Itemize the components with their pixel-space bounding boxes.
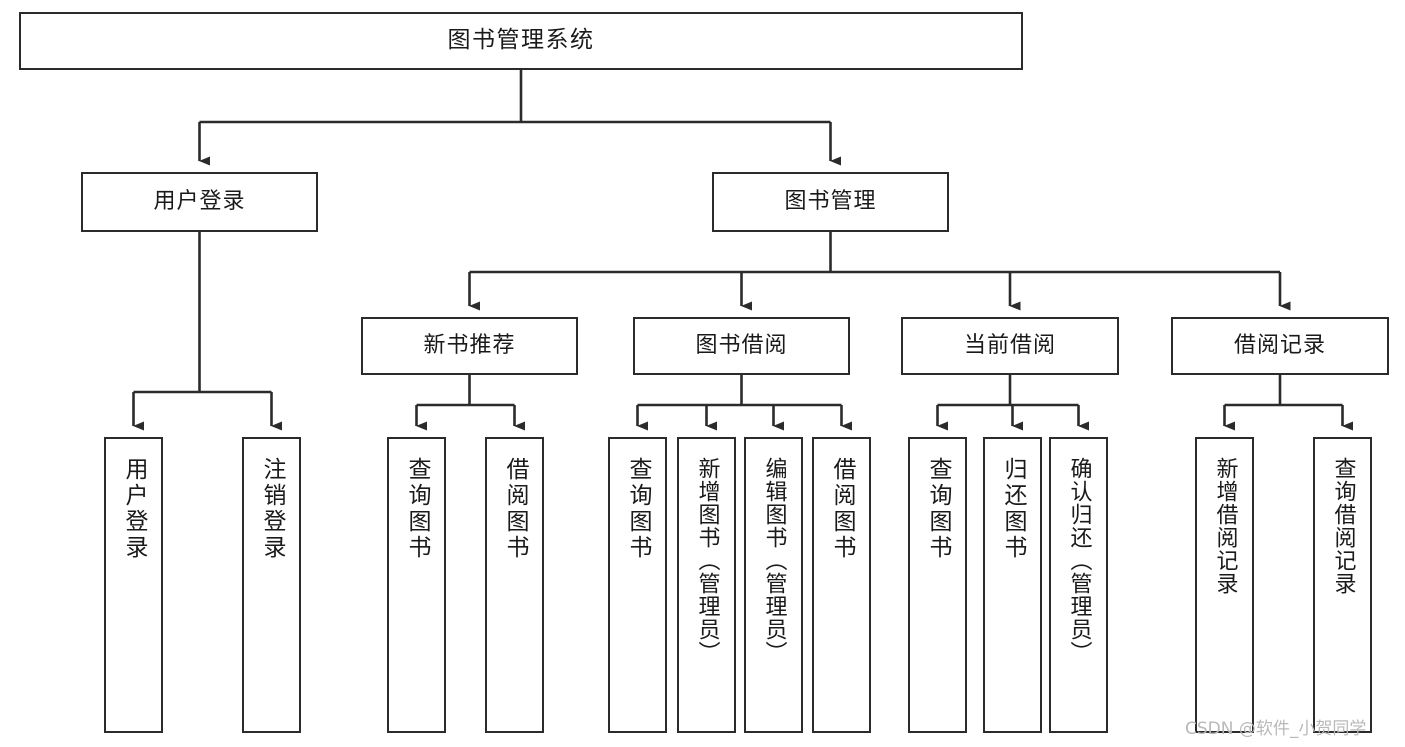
node-label: 借阅图书 <box>502 457 528 561</box>
node-l_q3[interactable]: 查询图书 <box>908 437 967 733</box>
node-label: 图书管理 <box>784 189 877 215</box>
node-l_add[interactable]: 新增图书（管理员） <box>677 437 736 733</box>
node-l_b2[interactable]: 借阅图书 <box>812 437 871 733</box>
node-label: 注销登录 <box>259 457 285 561</box>
node-l_b1[interactable]: 借阅图书 <box>485 437 544 733</box>
node-borrow[interactable]: 图书借阅 <box>633 317 850 375</box>
node-label: 借阅图书 <box>829 457 855 561</box>
node-label: 用户登录 <box>121 457 147 561</box>
csdn-watermark: CSDN @软件_小贺同学 <box>1185 719 1367 739</box>
node-l_q2[interactable]: 查询图书 <box>608 437 667 733</box>
node-label: 确认归还（管理员） <box>1066 457 1092 664</box>
node-label: 图书借阅 <box>695 333 788 359</box>
node-label: 图书管理系统 <box>447 27 595 54</box>
node-label: 编辑图书（管理员） <box>761 457 787 664</box>
node-label: 借阅记录 <box>1233 333 1326 359</box>
node-label: 用户登录 <box>153 189 246 215</box>
node-l_edit[interactable]: 编辑图书（管理员） <box>744 437 803 733</box>
node-l_qrec[interactable]: 查询借阅记录 <box>1313 437 1372 733</box>
node-l_q1[interactable]: 查询图书 <box>387 437 446 733</box>
node-label: 查询图书 <box>404 457 430 561</box>
node-l_conf[interactable]: 确认归还（管理员） <box>1049 437 1108 733</box>
node-label: 归还图书 <box>1000 457 1026 561</box>
node-label: 新书推荐 <box>423 333 516 359</box>
node-label: 查询图书 <box>925 457 951 561</box>
node-root[interactable]: 图书管理系统 <box>19 12 1023 70</box>
node-l_logout[interactable]: 注销登录 <box>242 437 301 733</box>
node-l_ret[interactable]: 归还图书 <box>983 437 1042 733</box>
node-label: 查询借阅记录 <box>1330 457 1356 595</box>
node-records[interactable]: 借阅记录 <box>1171 317 1389 375</box>
node-l_addrec[interactable]: 新增借阅记录 <box>1195 437 1254 733</box>
node-current[interactable]: 当前借阅 <box>901 317 1119 375</box>
node-label: 新增图书（管理员） <box>694 457 720 664</box>
node-l_login[interactable]: 用户登录 <box>104 437 163 733</box>
node-label: 新增借阅记录 <box>1212 457 1238 595</box>
node-new_rec[interactable]: 新书推荐 <box>361 317 578 375</box>
node-user_login[interactable]: 用户登录 <box>81 172 318 232</box>
node-label: 当前借阅 <box>963 333 1056 359</box>
node-book_mgmt[interactable]: 图书管理 <box>712 172 949 232</box>
node-label: 查询图书 <box>625 457 651 561</box>
